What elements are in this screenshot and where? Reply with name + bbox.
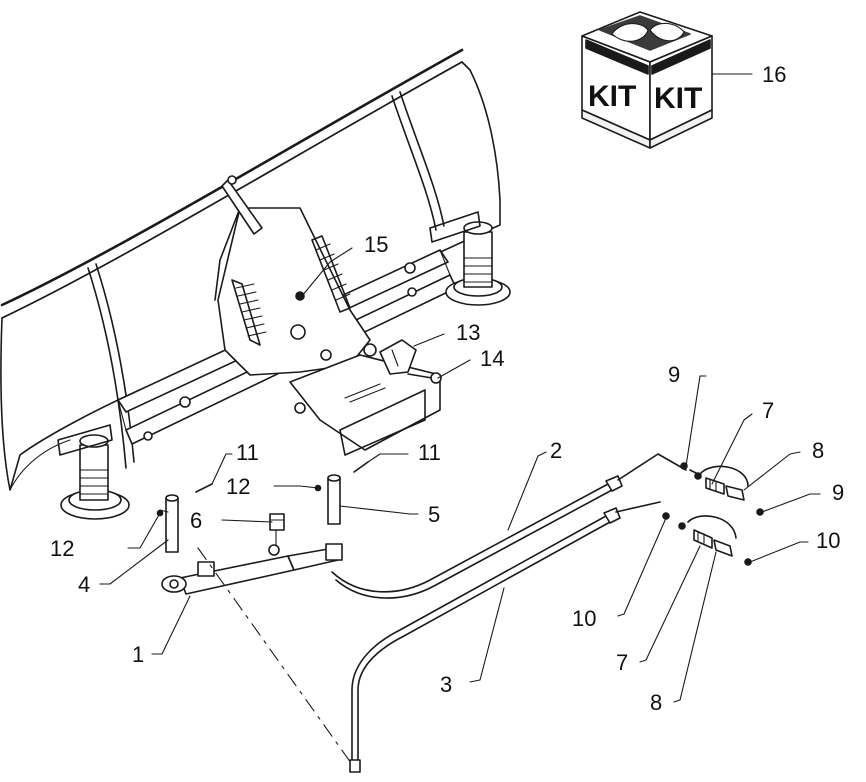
callout-5: 5 <box>428 502 440 527</box>
part-4-cylinder <box>159 494 179 553</box>
callout-16: 16 <box>762 62 786 87</box>
part-1-hydraulic-cylinder <box>161 543 343 595</box>
spring-left <box>231 279 267 346</box>
part-14-bolt <box>407 372 442 384</box>
part-16-kit-box: KIT KIT <box>581 11 713 149</box>
callout-13: 13 <box>456 320 480 345</box>
callout-9-right: 9 <box>832 480 844 505</box>
mount-bracket <box>289 354 441 456</box>
kit-label-right: KIT <box>654 82 702 115</box>
callout-14: 14 <box>480 346 504 371</box>
part-6-fitting <box>269 513 285 547</box>
callout-15: 15 <box>364 232 388 257</box>
callout-2: 2 <box>550 438 562 463</box>
part-13-bracket <box>379 339 417 375</box>
part-11-pins <box>195 461 369 493</box>
kit-label-left: KIT <box>588 80 636 113</box>
callout-11-left: 11 <box>236 440 259 465</box>
shoe-right <box>429 211 511 306</box>
callout-12-left: 12 <box>50 536 74 561</box>
fittings-lower <box>662 512 752 566</box>
callout-6: 6 <box>190 508 202 533</box>
shoe-left <box>57 424 130 520</box>
spring-right <box>311 235 351 313</box>
callout-9-upper: 9 <box>668 362 680 387</box>
callout-8-upper: 8 <box>812 438 824 463</box>
callout-1: 1 <box>132 642 144 667</box>
part-3-hose <box>349 501 661 773</box>
part-15-nut <box>295 291 305 301</box>
callout-10-lower: 10 <box>572 606 596 631</box>
callout-4: 4 <box>78 572 90 597</box>
callout-10-right: 10 <box>816 528 840 553</box>
part-5-cylinder <box>327 474 341 525</box>
callout-7-upper: 7 <box>762 398 774 423</box>
callout-3: 3 <box>440 672 452 697</box>
callout-8-lower: 8 <box>650 690 662 715</box>
callout-12-right: 12 <box>226 474 250 499</box>
callout-labels: 16 15 13 14 11 11 12 12 6 5 4 1 2 3 9 7 … <box>50 62 844 715</box>
part-2-hose <box>331 453 687 599</box>
leader-lines <box>99 73 821 703</box>
callout-11-right: 11 <box>418 440 441 465</box>
fittings-upper <box>680 462 764 516</box>
callout-7-lower: 7 <box>616 650 628 675</box>
center-line <box>197 547 357 771</box>
